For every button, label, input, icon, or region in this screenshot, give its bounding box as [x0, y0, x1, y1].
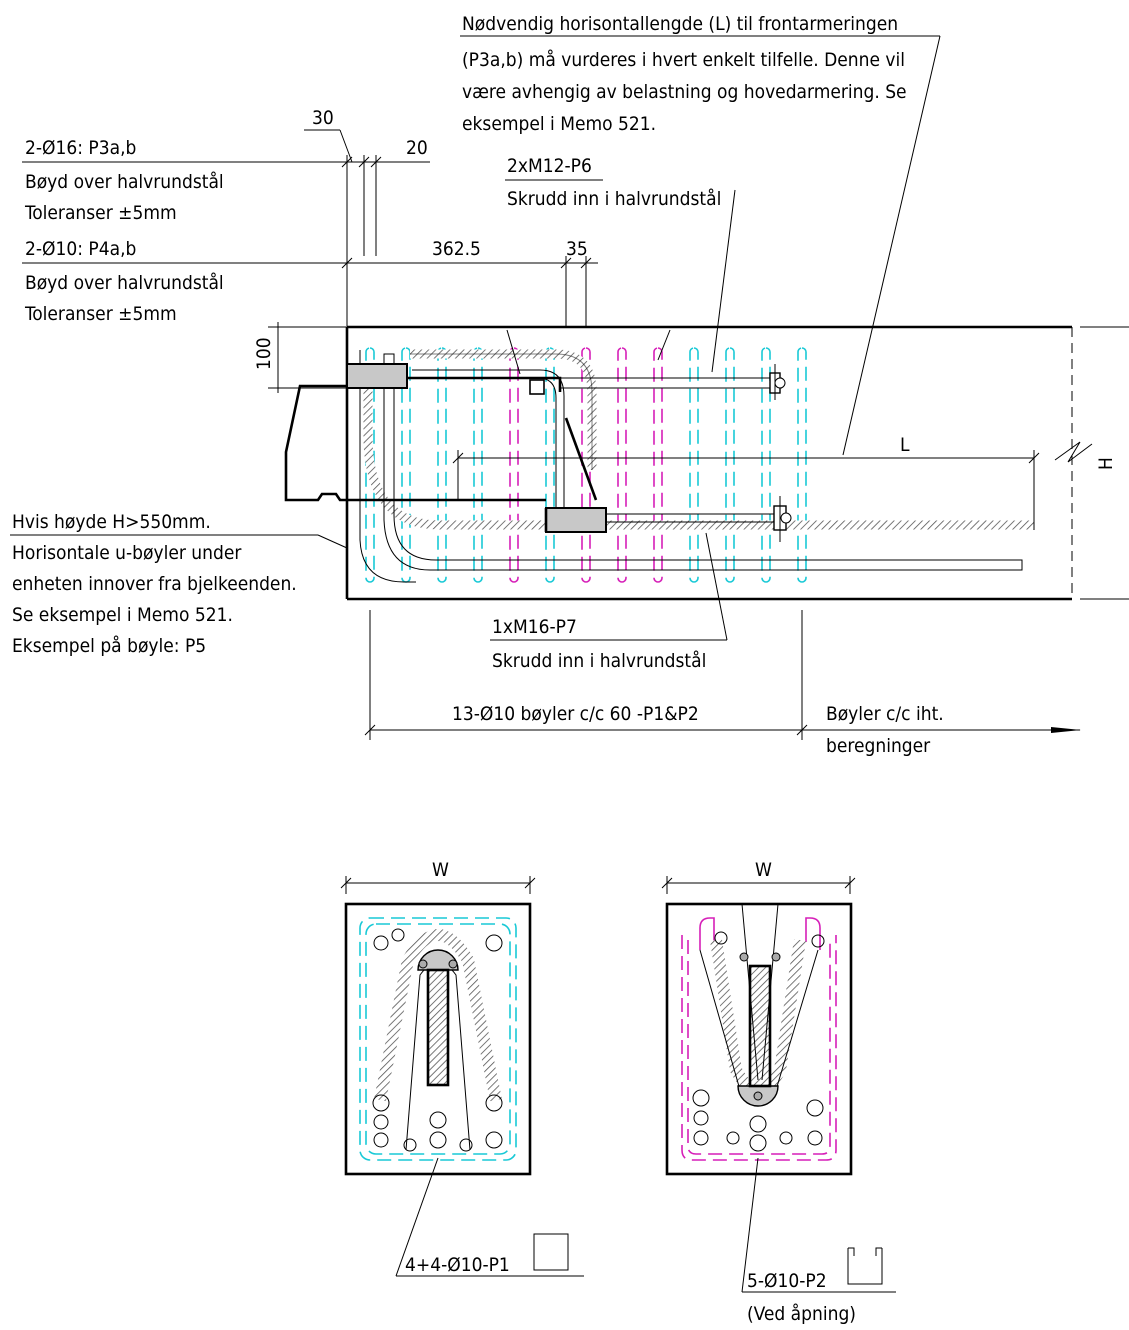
p3-desc-2: Toleranser ±5mm — [24, 202, 177, 224]
dim-30: 30 — [312, 107, 334, 129]
hoyde-line-1: Hvis høyde H>550mm. — [12, 511, 211, 533]
section-right-label: 5-Ø10-P2 — [747, 1270, 827, 1292]
label-p6: 2xM12-P6 Skrudd inn i halvrundstål — [505, 155, 736, 373]
leader-p6 — [711, 189, 736, 373]
dim-stirrups: 13-Ø10 bøyler c/c 60 -P1&P2 Bøyler c/c i… — [364, 610, 1081, 757]
bolt-p6 — [560, 364, 786, 400]
stirrup — [545, 347, 555, 583]
p6-desc: Skrudd inn i halvrundstål — [507, 187, 721, 210]
bar-p4 — [383, 353, 1023, 571]
p3-desc-1: Bøyd over halvrundstål — [25, 170, 224, 193]
break-line — [1054, 441, 1093, 463]
stirrup — [473, 347, 483, 583]
dim-100: 100 — [253, 337, 275, 370]
boyler-left: 13-Ø10 bøyler c/c 60 -P1&P2 — [452, 703, 699, 725]
dim-L-label: L — [900, 434, 910, 456]
note-frontarmering-line-4: eksempel i Memo 521. — [462, 113, 656, 135]
stirrup — [761, 347, 771, 583]
stirrup — [797, 347, 807, 583]
shape-icon-p2 — [847, 1247, 883, 1285]
p7-title: 1xM16-P7 — [492, 616, 577, 638]
bar-p4-upper — [412, 369, 565, 510]
hoyde-line-5: Eksempel på bøyle: P5 — [12, 634, 206, 657]
hoyde-line-4: Se eksempel i Memo 521. — [12, 604, 233, 626]
stirrup — [437, 347, 447, 583]
hoyde-line-3: enheten innover fra bjelkeenden. — [12, 573, 297, 595]
dim-H: H — [1095, 457, 1117, 470]
dim-L: L — [452, 434, 1040, 520]
note-hoyde: Hvis høyde H>550mm. Horisontale u-bøyler… — [10, 511, 348, 657]
stirrup — [653, 347, 663, 583]
stirrup — [617, 347, 627, 583]
dim-20: 20 — [406, 137, 428, 159]
hoyde-line-2: Horisontale u-bøyler under — [12, 542, 242, 564]
beam-elevation: H 100 — [253, 322, 1129, 601]
p4-desc-2: Toleranser ±5mm — [24, 303, 177, 325]
section-right-sub: (Ved åpning) — [747, 1302, 856, 1325]
label-p7: 1xM16-P7 Skrudd inn i halvrundstål — [490, 532, 728, 672]
section-left-label: 4+4-Ø10-P1 — [405, 1254, 510, 1276]
bar-p3-bottom — [363, 372, 1034, 530]
dim-W2: W — [755, 859, 772, 881]
dim-30-20: 30 20 — [304, 107, 428, 326]
bolt-p7 — [606, 496, 792, 542]
p7-desc: Skrudd inn i halvrundstål — [492, 649, 706, 672]
label-p4: 2-Ø10: P4a,b Bøyd over halvrundstål Tole… — [22, 238, 598, 325]
dim-35: 35 — [566, 238, 588, 260]
stirrups — [365, 347, 807, 583]
insert-profile — [284, 384, 546, 502]
note-frontarmering-line-3: være avhengig av belastning og hovedarme… — [462, 81, 907, 103]
leader-frontarmering — [842, 35, 941, 456]
shape-icon-p1 — [533, 1233, 569, 1271]
note-frontarmering-line-2: (P3a,b) må vurderes i hvert enkelt tilfe… — [462, 48, 905, 71]
stirrup — [689, 347, 699, 583]
stirrup — [509, 347, 519, 583]
section-p1: W 4+4-Ø10-P1 — [340, 859, 584, 1277]
stirrup — [725, 347, 735, 583]
boyler-right-1: Bøyler c/c iht. — [826, 703, 944, 725]
dim-362-35: 362.5 35 — [341, 238, 592, 326]
note-frontarmering: Nødvendig horisontallengde (L) til front… — [460, 13, 941, 456]
dim-362: 362.5 — [432, 238, 481, 260]
p4-desc-1: Bøyd over halvrundstål — [25, 271, 224, 294]
p4-title: 2-Ø10: P4a,b — [25, 238, 136, 260]
boyler-right-2: beregninger — [826, 735, 931, 757]
section-p2: W 5-Ø10-P2 (Ved åpning) — [661, 859, 896, 1325]
note-frontarmering-line-1: Nødvendig horisontallengde (L) til front… — [462, 13, 898, 35]
label-p3: 2-Ø16: P3a,b Bøyd over halvrundstål Tole… — [22, 137, 430, 224]
dim-W1: W — [432, 859, 449, 881]
p3-title: 2-Ø16: P3a,b — [25, 137, 136, 159]
p6-title: 2xM12-P6 — [507, 155, 592, 177]
